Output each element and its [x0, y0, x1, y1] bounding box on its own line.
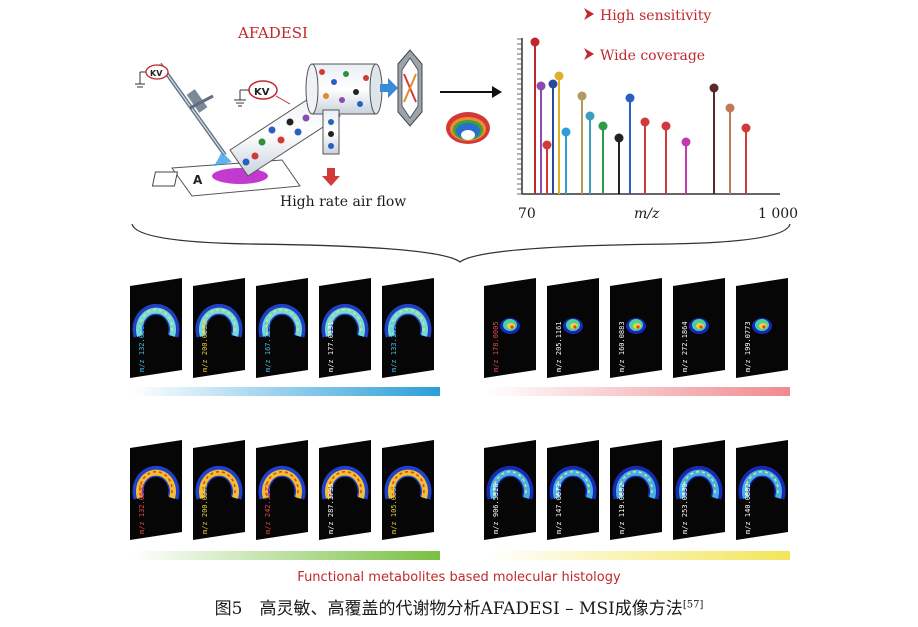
- msi-panel-label: m/z 205.1161: [555, 321, 563, 372]
- msi-panel-label: m/z 140.0882: [744, 483, 752, 534]
- slide-letter: A: [193, 173, 203, 187]
- msi-panel: m/z 132.0006: [130, 278, 182, 378]
- msi-panel-label: m/z 160.0883: [618, 321, 626, 372]
- spectrum-x-start: 70: [518, 206, 536, 222]
- msi-panel-label: m/z 242.1637: [264, 483, 272, 534]
- spectrum-x-end: 1 000: [758, 206, 798, 222]
- kv-mid-icon: KV: [234, 80, 291, 107]
- feature-wide-coverage: Wide coverage: [600, 48, 705, 64]
- msi-panel: m/z 147.0673: [547, 440, 599, 540]
- gradient-bar-blue: [132, 387, 440, 396]
- spectrum-peak-head: [530, 37, 540, 47]
- msi-panel-label: m/z 199.0773: [744, 321, 752, 372]
- msi-panel: m/z 200.0098: [193, 278, 245, 378]
- spray-probe: [158, 62, 232, 166]
- air-flow-arrow: [322, 168, 340, 186]
- spectrum-peak-head: [585, 111, 595, 121]
- gradient-bar-pink: [486, 387, 790, 396]
- msi-panel: m/z 199.0773: [736, 278, 788, 378]
- msi-panel: m/z 272.1864: [673, 278, 725, 378]
- msi-panel-label: m/z 133.1490: [390, 321, 398, 372]
- section-brace: [131, 223, 791, 263]
- msi-panel-label: m/z 200.0098: [201, 321, 209, 372]
- spectrum-peak-head: [577, 91, 587, 101]
- mass-analyzer-icon: [397, 49, 423, 127]
- feature-high-sensitivity: High sensitivity: [600, 8, 711, 24]
- kv-left-icon: KV: [135, 64, 169, 88]
- msi-panel-label: m/z 132.0005: [138, 483, 146, 534]
- msi-panel: m/z 906.5320: [484, 440, 536, 540]
- msi-panel-label: m/z 906.5320: [492, 483, 500, 534]
- msi-panel: m/z 160.0883: [610, 278, 662, 378]
- spectrum-peak-head: [536, 81, 546, 91]
- spectrum-peak-head: [661, 121, 671, 131]
- tissue-brain-icon: [446, 112, 490, 144]
- caption-text: 图5 高灵敏、高覆盖的代谢物分析AFADESI – MSI成像方法: [214, 599, 683, 619]
- msi-panel-label: m/z 119.0882: [618, 483, 626, 534]
- spectrum-peak-head: [725, 103, 735, 113]
- msi-panel: m/z 167.1252: [256, 278, 308, 378]
- spectrum-peak-head: [625, 93, 635, 103]
- msi-panel: m/z 242.1637: [256, 440, 308, 540]
- spectrum-peak-head: [542, 140, 552, 150]
- tissue-sample: [212, 168, 268, 184]
- spectrum-x-unit: m/z: [634, 206, 660, 222]
- msi-panel: m/z 287.1735: [319, 440, 371, 540]
- msi-panel-label: m/z 105.0006: [390, 483, 398, 534]
- spectrum-peak-head: [561, 127, 571, 137]
- msi-panel-label: m/z 167.1252: [264, 321, 272, 372]
- afadesi-label: AFADESI: [237, 24, 308, 42]
- spectrum-peak-head: [681, 137, 691, 147]
- msi-panel: m/z 133.1490: [382, 278, 434, 378]
- mass-spectrum: 70 m/z 1 000: [517, 37, 798, 222]
- msi-panel: m/z 178.0005: [484, 278, 536, 378]
- msi-panel-label: m/z 200.0975: [201, 483, 209, 534]
- histology-title: Functional metabolites based molecular h…: [297, 570, 621, 585]
- gradient-bar-yellow: [486, 551, 790, 560]
- msi-panel-label: m/z 272.1864: [681, 321, 689, 372]
- msi-panel: m/z 253.0330: [673, 440, 725, 540]
- msi-panel: m/z 200.0975: [193, 440, 245, 540]
- msi-panel: m/z 205.1161: [547, 278, 599, 378]
- spectrum-peak-head: [614, 133, 624, 143]
- spectrum-peak-head: [598, 121, 608, 131]
- msi-panel-label: m/z 178.0005: [492, 321, 500, 372]
- ion-chamber: [305, 63, 383, 155]
- afadesi-apparatus: AFADESI A KV: [135, 24, 423, 210]
- msi-panel-label: m/z 177.0131: [327, 321, 335, 372]
- spectrum-peak-head: [709, 83, 719, 93]
- ion-flow-arrow: [380, 78, 398, 98]
- air-flow-label: High rate air flow: [280, 194, 406, 210]
- svg-text:KV: KV: [150, 69, 163, 78]
- msi-panel-label: m/z 253.0330: [681, 483, 689, 534]
- feature-list: High sensitivity Wide coverage: [584, 8, 711, 64]
- msi-panel-label: m/z 132.0006: [138, 321, 146, 372]
- msi-panel: m/z 177.0131: [319, 278, 371, 378]
- msi-image-panels: m/z 132.0006 m/z 200.0098 m/z 167.1252 m/z …: [130, 278, 788, 540]
- msi-panel: m/z 119.0882: [610, 440, 662, 540]
- figure-caption: 图5 高灵敏、高覆盖的代谢物分析AFADESI – MSI成像方法[57]: [0, 594, 918, 619]
- spectrum-peak-head: [548, 79, 558, 89]
- msi-panel: m/z 105.0006: [382, 440, 434, 540]
- spectrum-peak-head: [554, 71, 564, 81]
- gradient-bar-green: [132, 551, 440, 560]
- caption-ref: [57]: [682, 599, 704, 611]
- arrow-bullet-icon: [584, 48, 594, 60]
- spectrum-peak-head: [741, 123, 751, 133]
- msi-panel-label: m/z 287.1735: [327, 483, 335, 534]
- msi-panel: m/z 140.0882: [736, 440, 788, 540]
- svg-text:KV: KV: [254, 87, 270, 98]
- msi-panel: m/z 132.0005: [130, 440, 182, 540]
- msi-panel-label: m/z 147.0673: [555, 483, 563, 534]
- arrow-bullet-icon: [584, 8, 594, 20]
- spectrum-peak-head: [640, 117, 650, 127]
